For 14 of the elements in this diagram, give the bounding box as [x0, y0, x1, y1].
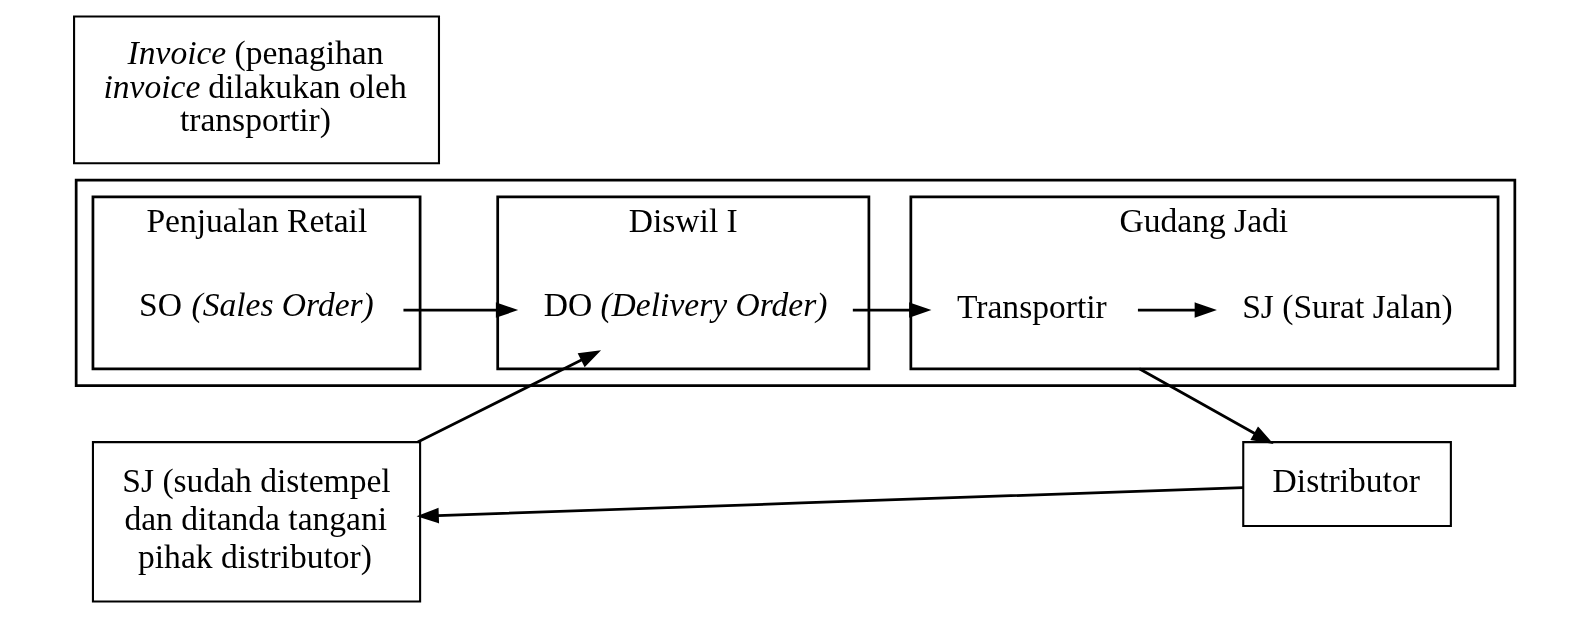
node-box: Invoice (penagihan invoice dilakukan oleh transportir) [72, 15, 440, 165]
arrow [852, 302, 931, 318]
arrow [416, 350, 601, 444]
node-text: SJ (Surat Jalan) [1241, 288, 1453, 326]
arrow [416, 486, 1243, 524]
node-box: Distributor [1241, 441, 1452, 528]
node-text: DO (Delivery Order) [543, 285, 827, 323]
node-text: SO (Sales Order) [138, 285, 374, 323]
arrow [1138, 367, 1274, 445]
node-text: Transportir [956, 288, 1107, 326]
arrow [1137, 302, 1217, 318]
arrow [402, 302, 518, 318]
cluster [74, 178, 1516, 387]
node-box: SJ (sudah distempel dan ditanda tangani pihak distributor) [91, 441, 421, 603]
